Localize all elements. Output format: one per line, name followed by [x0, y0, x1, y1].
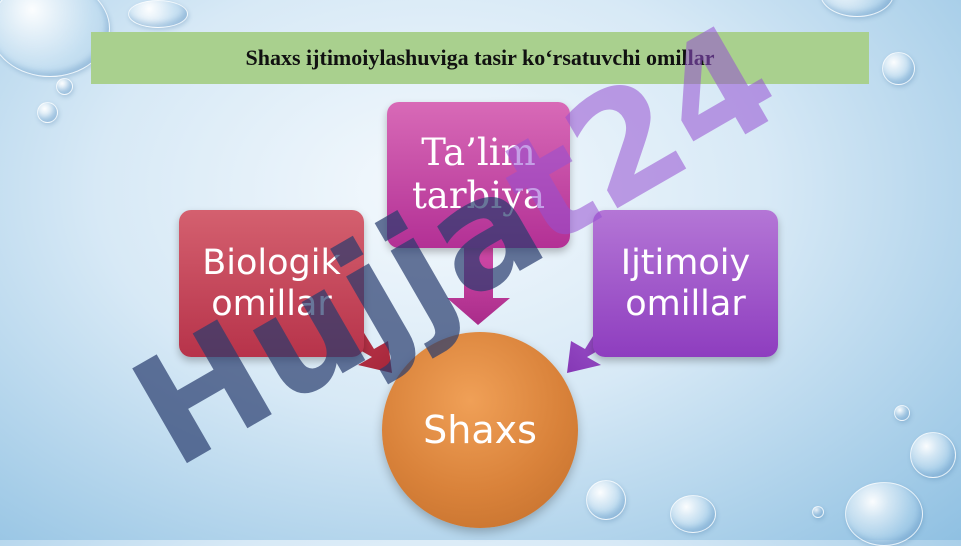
water-bubble — [910, 432, 956, 478]
arrow-talim-to-shaxs — [447, 248, 510, 325]
water-bubble — [812, 506, 824, 518]
box-ijtimoiy-line1: Ijtimoiy — [620, 243, 751, 284]
center-circle-shaxs: Shaxs — [382, 332, 578, 528]
slide-title: Shaxs ijtimoiylashuviga tasir ko‘rsatuvc… — [245, 45, 715, 70]
center-label: Shaxs — [423, 408, 537, 452]
box-talim-line2: tarbiya — [411, 174, 546, 217]
water-bubble — [894, 405, 910, 421]
box-biologik-line1: Biologik — [202, 243, 341, 284]
box-talim-line1: Ta’lim — [421, 131, 536, 175]
box-biologik-omillar: Biologik omillar — [179, 210, 364, 357]
water-bubble — [128, 0, 188, 28]
box-talim-tarbiya: Ta’lim tarbiya — [387, 102, 570, 248]
box-biologik-line2: omillar — [211, 283, 332, 324]
water-bubble — [586, 480, 626, 520]
water-bubble — [56, 78, 73, 95]
box-ijtimoiy-line2: omillar — [625, 283, 746, 324]
water-bubble — [882, 52, 915, 85]
title-bar: Shaxs ijtimoiylashuviga tasir ko‘rsatuvc… — [91, 32, 869, 84]
water-bubble — [670, 495, 716, 533]
water-bubble — [37, 102, 58, 123]
box-ijtimoiy-omillar: Ijtimoiy omillar — [593, 210, 778, 357]
